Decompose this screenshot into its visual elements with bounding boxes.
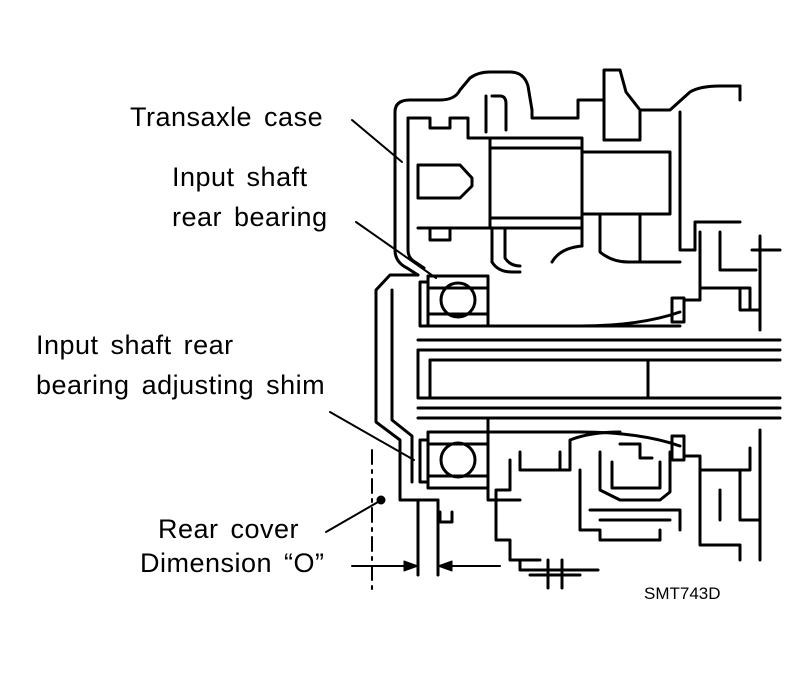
figure-code: SMT743D — [644, 584, 721, 603]
input-shaft-rear-bearing-lower — [420, 432, 488, 488]
output-gear-stack — [672, 232, 780, 560]
gear-housing-upper — [418, 96, 680, 272]
transaxle-case-outline — [395, 70, 740, 275]
label-adjusting-shim-line1: Input shaft rear — [36, 330, 234, 360]
label-rear-cover: Rear cover — [158, 514, 300, 544]
leader-adjusting-shim — [330, 412, 414, 460]
label-dimension-o: Dimension “O” — [140, 548, 325, 578]
leader-input-shaft-rear-bearing — [356, 222, 436, 278]
input-shaft — [418, 312, 780, 446]
label-transaxle-case: Transaxle case — [130, 102, 324, 132]
leader-lines — [326, 120, 436, 532]
dimension-o-marker — [352, 450, 500, 590]
label-input-shaft-rear-bearing-line2: rear bearing — [172, 202, 328, 232]
label-input-shaft-rear-bearing-line1: Input shaft — [172, 162, 308, 192]
leader-rear-cover — [326, 502, 378, 532]
leader-transaxle-case — [352, 120, 402, 162]
input-shaft-rear-bearing-upper — [420, 276, 488, 326]
label-adjusting-shim-line2: bearing adjusting shim — [36, 370, 326, 400]
gear-housing-lower — [440, 432, 680, 588]
